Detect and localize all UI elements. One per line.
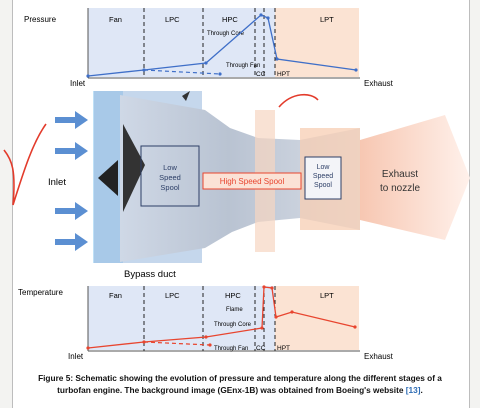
engine-inlet-label: Inlet xyxy=(48,177,66,188)
temperature-inlet-label: Inlet xyxy=(68,352,84,361)
pressure-stage-lpt: LPT xyxy=(320,15,334,24)
high-speed-spool-box xyxy=(202,172,302,190)
temp-stage-hpt: HPT xyxy=(277,345,290,352)
pressure-stage-cc: CC xyxy=(256,71,266,78)
temp-combustor-region xyxy=(255,286,275,350)
pressure-stage-hpt: HPT xyxy=(277,71,290,78)
temp-stage-cc: CC xyxy=(256,345,266,352)
temp-note-core: Through Core xyxy=(214,322,252,328)
temp-stage-fan: Fan xyxy=(109,291,122,300)
fan-blades xyxy=(123,124,145,212)
pressure-stage-lpc: LPC xyxy=(165,15,180,24)
pressure-ylabel: Pressure xyxy=(24,15,57,24)
caption-period: . xyxy=(420,385,423,395)
pressure-points xyxy=(86,13,358,78)
bypass-duct-label: Bypass duct xyxy=(124,269,176,280)
temp-note-flame: Flame xyxy=(226,307,243,313)
red-arc-mark xyxy=(278,93,319,108)
temperature-chart: Temperature Fan LPC HPC LPT CC HPT Flame… xyxy=(18,285,394,361)
figure-caption: Figure 5: Schematic showing the evolutio… xyxy=(25,372,455,396)
handwritten-marks xyxy=(3,93,319,206)
pressure-exhaust-label: Exhaust xyxy=(364,79,394,88)
temperature-ylabel: Temperature xyxy=(18,288,63,297)
low-speed-spool-box-right xyxy=(304,156,342,200)
pressure-stage-hpc: HPC xyxy=(222,15,238,24)
top-pin xyxy=(182,91,190,101)
pressure-note-core: Through Core xyxy=(207,31,245,37)
pressure-chart: Pressure Fan LPC HPC LPT CC HPT Through … xyxy=(24,8,394,88)
spinner-cone xyxy=(98,160,118,196)
pressure-fan-line xyxy=(143,69,221,75)
red-check-mark xyxy=(3,123,47,206)
temp-stage-lpt: LPT xyxy=(320,291,334,300)
temp-note-fan: Through Fan xyxy=(214,346,248,352)
pressure-stage-fan: Fan xyxy=(109,15,122,24)
temperature-exhaust-label: Exhaust xyxy=(364,352,394,361)
high-speed-spool-label: High Speed Spool xyxy=(220,177,285,186)
temp-stage-lpc: LPC xyxy=(165,291,180,300)
inlet-arrows xyxy=(55,111,88,251)
pressure-inlet-label: Inlet xyxy=(70,79,86,88)
turbine-region xyxy=(275,8,359,77)
citation-link[interactable]: [13] xyxy=(405,385,421,395)
exhaust-plume xyxy=(360,115,470,240)
low-speed-spool-box-left xyxy=(140,145,200,207)
pressure-note-fan: Through Fan xyxy=(226,63,260,69)
temperature-points xyxy=(86,285,357,350)
compressor-region xyxy=(88,8,255,77)
temp-stage-hpc: HPC xyxy=(225,291,241,300)
caption-text: Figure 5: Schematic showing the evolutio… xyxy=(38,373,442,395)
